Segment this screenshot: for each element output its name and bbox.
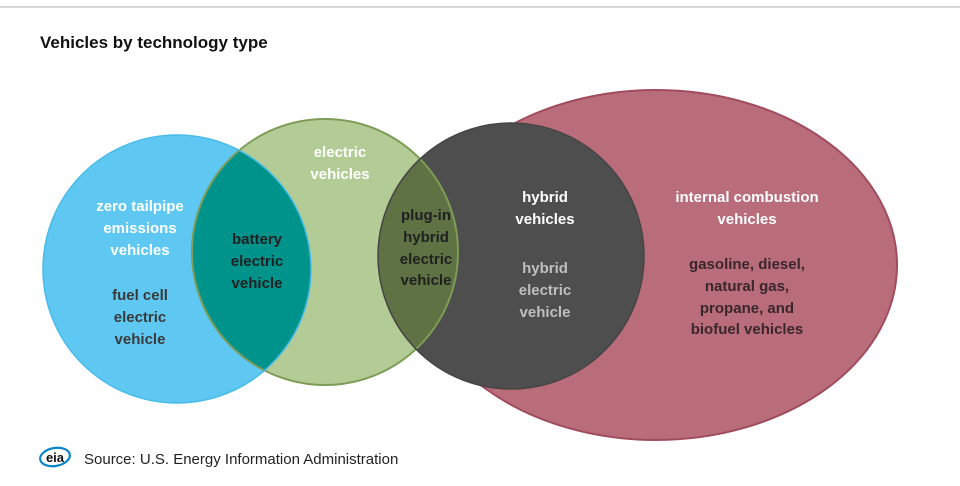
label-battery-electric: battery electric vehicle [230,231,284,292]
hybrid-circle-outline [377,122,645,390]
label-hybrid-electric: hybrid electric vehicle [518,260,572,321]
zero-tailpipe-circle-outline [42,134,312,404]
eia-logo: eia [39,446,71,468]
top-divider [0,6,960,8]
label-internal-combustion: internal combustion vehicles [675,189,819,228]
eia-logo-text: eia [46,450,65,465]
source-attribution: Source: U.S. Energy Information Administ… [84,451,399,468]
page-title: Vehicles by technology type [40,33,268,52]
hybrid-circle [378,123,644,389]
battery-intersection [192,135,311,385]
label-plug-in-hybrid: plug-in hybrid electric vehicle [399,207,453,290]
label-fuel-cell: fuel cell electric vehicle [112,287,168,348]
label-ic-examples: gasoline, diesel, natural gas, propane, … [689,256,805,339]
label-zero-tailpipe: zero tailpipe emissions vehicles [96,198,184,259]
electric-circle-outline [191,118,459,386]
label-hybrid-vehicles: hybrid vehicles [515,189,575,228]
eia-logo-orbit [39,446,71,468]
label-electric-vehicles: electric vehicles [310,144,370,183]
